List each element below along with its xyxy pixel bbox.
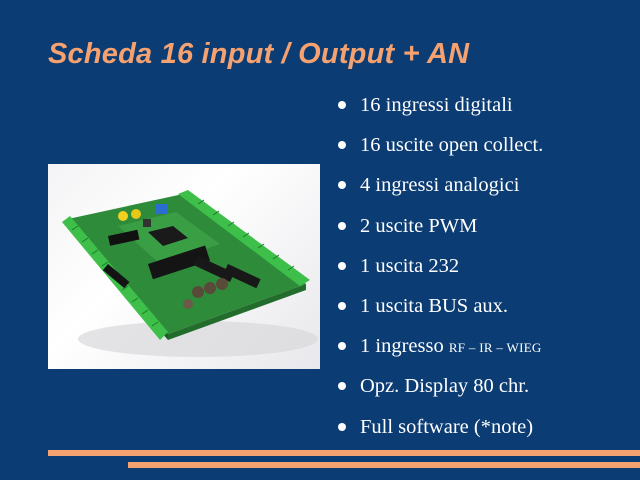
list-item: 16 uscite open collect. (338, 133, 543, 173)
list-item: 1 uscita 232 (338, 254, 543, 294)
list-item: 4 ingressi analogici (338, 173, 543, 213)
list-item: 16 ingressi digitali (338, 93, 543, 133)
list-item-text: 1 uscita BUS aux. (360, 294, 509, 317)
circuit-board-icon (62, 190, 318, 357)
list-item-text: Opz. Display 80 chr. (360, 375, 530, 398)
decorative-bar-bottom (128, 462, 640, 468)
bullet-icon (338, 101, 346, 109)
list-item-text: 4 ingressi analogici (360, 174, 520, 197)
bullet-icon (338, 422, 346, 431)
list-item-text: 1 uscita 232 (360, 254, 460, 277)
bullet-icon (338, 261, 346, 270)
bullet-icon (338, 181, 346, 190)
bullet-icon (338, 221, 346, 230)
bullet-icon (338, 301, 346, 310)
list-item-text: 16 uscite open collect. (360, 134, 544, 157)
bullet-icon (338, 382, 346, 391)
list-item-text: Full software (*note) (360, 415, 534, 438)
bullet-icon (338, 141, 346, 150)
list-item: Opz. Display 80 chr. (338, 374, 543, 414)
slide-title: Scheda 16 input / Output + AN (48, 38, 470, 70)
list-item-text: 2 uscite PWM (360, 214, 478, 237)
list-item: 2 uscite PWM (338, 214, 543, 254)
list-item-text: 1 ingresso (360, 335, 449, 358)
list-item-small-text: RF – IR – WIEG (448, 340, 542, 356)
list-item: 1 uscita BUS aux. (338, 294, 543, 334)
feature-list: 16 ingressi digitali 16 uscite open coll… (338, 93, 543, 455)
list-item: 1 ingresso RF – IR – WIEG (338, 334, 543, 374)
list-item-text: 16 ingressi digitali (360, 94, 513, 116)
circuit-board-photo (48, 164, 320, 369)
decorative-bar-top (48, 450, 640, 456)
bullet-icon (338, 342, 346, 351)
list-item: Full software (*note) (338, 415, 543, 455)
